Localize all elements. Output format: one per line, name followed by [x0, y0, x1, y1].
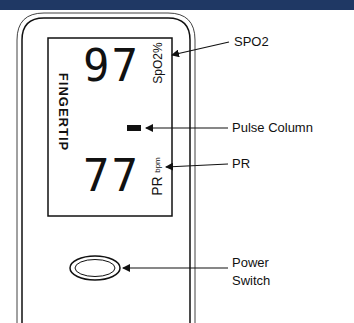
callout-label: Pulse Column: [232, 121, 313, 134]
power-switch-inner: [75, 260, 115, 277]
leader-arrow: [166, 164, 228, 167]
display-screen: [48, 38, 172, 216]
leader-arrow: [123, 267, 228, 268]
power-switch: [70, 256, 120, 280]
pulse-column-bar: [127, 125, 141, 131]
callout-label: PR: [232, 157, 250, 170]
pulse-label: PR: [150, 176, 164, 195]
leader-arrow: [172, 42, 229, 55]
pulse-reading: 77: [83, 154, 140, 198]
callout-label: SPO2: [234, 35, 269, 48]
device-housing: [22, 18, 190, 323]
pulse-unit: bpm: [154, 157, 162, 173]
leader-arrow: [146, 127, 228, 128]
callout-label: Power Switch: [232, 254, 290, 290]
spo2-unit: SpO2%: [152, 42, 164, 83]
header-bar: [0, 0, 354, 10]
device-housing-edge: [17, 13, 195, 323]
brand-label: FINGERTIP: [57, 73, 70, 151]
spo2-reading: 97: [83, 44, 140, 88]
